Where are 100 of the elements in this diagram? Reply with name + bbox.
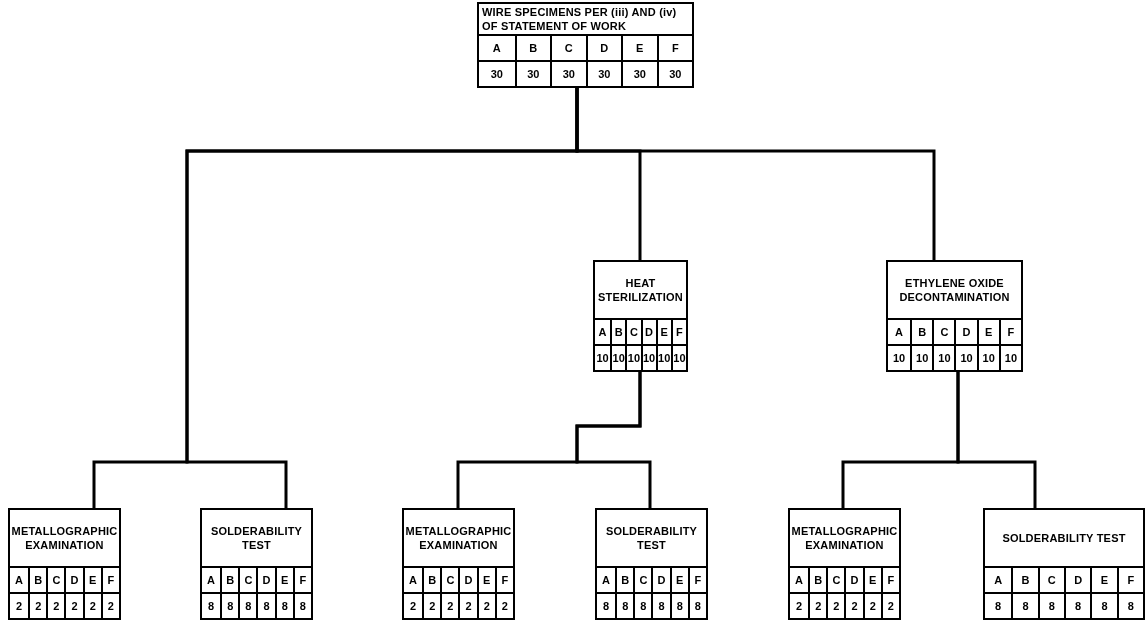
table-cell-text: A (993, 573, 1004, 588)
table-cell: E (274, 568, 293, 592)
process-box (593, 260, 688, 372)
table-cell: E (1090, 568, 1117, 592)
table-cell: C (46, 568, 65, 592)
table-cell-text: 2 (15, 599, 24, 614)
table-cell: 10 (910, 346, 933, 370)
table-cell: B (808, 568, 827, 592)
table-cell: C (932, 320, 955, 344)
table-cell-text: 8 (994, 599, 1003, 614)
table-cell: B (615, 568, 634, 592)
table-cell: 10 (625, 346, 641, 370)
table-cell: B (422, 568, 441, 592)
table-cell: F (292, 568, 311, 592)
table-cell: 10 (932, 346, 955, 370)
table-cell: 30 (550, 62, 586, 86)
table-cell: 2 (82, 594, 101, 618)
table-cell: 8 (687, 594, 706, 618)
table-cell-text: 2 (795, 599, 804, 614)
table-cell-text: A (14, 573, 25, 588)
table-cell-text: A (894, 325, 905, 340)
table-cell: 30 (656, 62, 692, 86)
table-cell: 8 (292, 594, 311, 618)
table-cell: 8 (1090, 594, 1117, 618)
table-cell: E (669, 568, 688, 592)
table-cell-text: A (601, 573, 612, 588)
box-heading: METALLOGRAPHIC EXAMINATION (10, 523, 119, 553)
table-cell-text: 2 (409, 599, 418, 614)
table-cell: C (550, 36, 586, 60)
table-cell: 2 (862, 594, 881, 618)
table-cell: D (954, 320, 977, 344)
process-box (477, 2, 694, 88)
table-cell: D (256, 568, 275, 592)
table-cell-text: A (794, 573, 805, 588)
table-cell: 8 (256, 594, 275, 618)
table-cell: D (844, 568, 863, 592)
table-cell: D (651, 568, 670, 592)
table-cell: 2 (422, 594, 441, 618)
table-cell: B (1011, 568, 1038, 592)
table-cell: B (910, 320, 933, 344)
table-cell: E (655, 320, 671, 344)
table-cell: E (476, 568, 495, 592)
table-cell-text: 8 (207, 599, 216, 614)
box-heading: ETHYLENE OXIDE DECONTAMINATION (898, 275, 1011, 305)
table-cell: F (687, 568, 706, 592)
table-cell: 8 (615, 594, 634, 618)
table-cell: 2 (880, 594, 899, 618)
table-cell-text: A (206, 573, 217, 588)
process-box (200, 508, 313, 620)
table-cell: F (100, 568, 119, 592)
table-cell: 8 (1011, 594, 1038, 618)
table-cell-text: A (491, 41, 502, 56)
table-cell: 30 (585, 62, 621, 86)
table-cell: 2 (844, 594, 863, 618)
table-cell: 8 (633, 594, 652, 618)
table-cell-text: 10 (891, 351, 907, 366)
table-cell: 10 (976, 346, 999, 370)
table-cell: C (826, 568, 845, 592)
connector-line (956, 372, 1037, 508)
table-cell: 2 (46, 594, 65, 618)
connector-line (185, 88, 579, 508)
table-cell: E (82, 568, 101, 592)
table-cell-text: 8 (602, 599, 611, 614)
table-cell: 8 (1064, 594, 1091, 618)
box-heading: HEAT STERILIZATION (597, 275, 684, 305)
table-cell: C (633, 568, 652, 592)
table-cell-text: 10 (595, 351, 610, 366)
box-heading: SOLDERABILITY TEST (604, 523, 699, 553)
table-cell: 30 (621, 62, 657, 86)
table-cell: C (625, 320, 641, 344)
table-cell: C (238, 568, 257, 592)
box-heading: SOLDERABILITY TEST (1001, 530, 1127, 546)
table-cell: C (1037, 568, 1064, 592)
table-cell: E (621, 36, 657, 60)
table-cell: F (998, 320, 1021, 344)
box-heading: METALLOGRAPHIC EXAMINATION (404, 523, 513, 553)
process-box (402, 508, 515, 620)
table-cell: D (585, 36, 621, 60)
table-cell: E (862, 568, 881, 592)
table-cell-text: A (597, 325, 608, 340)
table-cell: 10 (670, 346, 686, 370)
table-cell: B (28, 568, 47, 592)
process-box (788, 508, 901, 620)
box-heading: SOLDERABILITY TEST (209, 523, 304, 553)
box-heading: WIRE SPECIMENS PER (iii) AND (iv) OF STATEMENT OF WORK (481, 4, 678, 34)
table-cell: 2 (808, 594, 827, 618)
table-cell: 8 (1116, 594, 1143, 618)
table-cell: F (494, 568, 513, 592)
table-cell: 30 (514, 62, 550, 86)
table-cell: 2 (826, 594, 845, 618)
process-box (595, 508, 708, 620)
table-cell: D (64, 568, 83, 592)
table-cell: 2 (440, 594, 459, 618)
process-box (983, 508, 1145, 620)
table-cell: 10 (998, 346, 1021, 370)
table-cell: 2 (64, 594, 83, 618)
box-heading: METALLOGRAPHIC EXAMINATION (790, 523, 899, 553)
table-cell: B (610, 320, 626, 344)
connector-line (575, 372, 652, 508)
table-cell: B (514, 36, 550, 60)
